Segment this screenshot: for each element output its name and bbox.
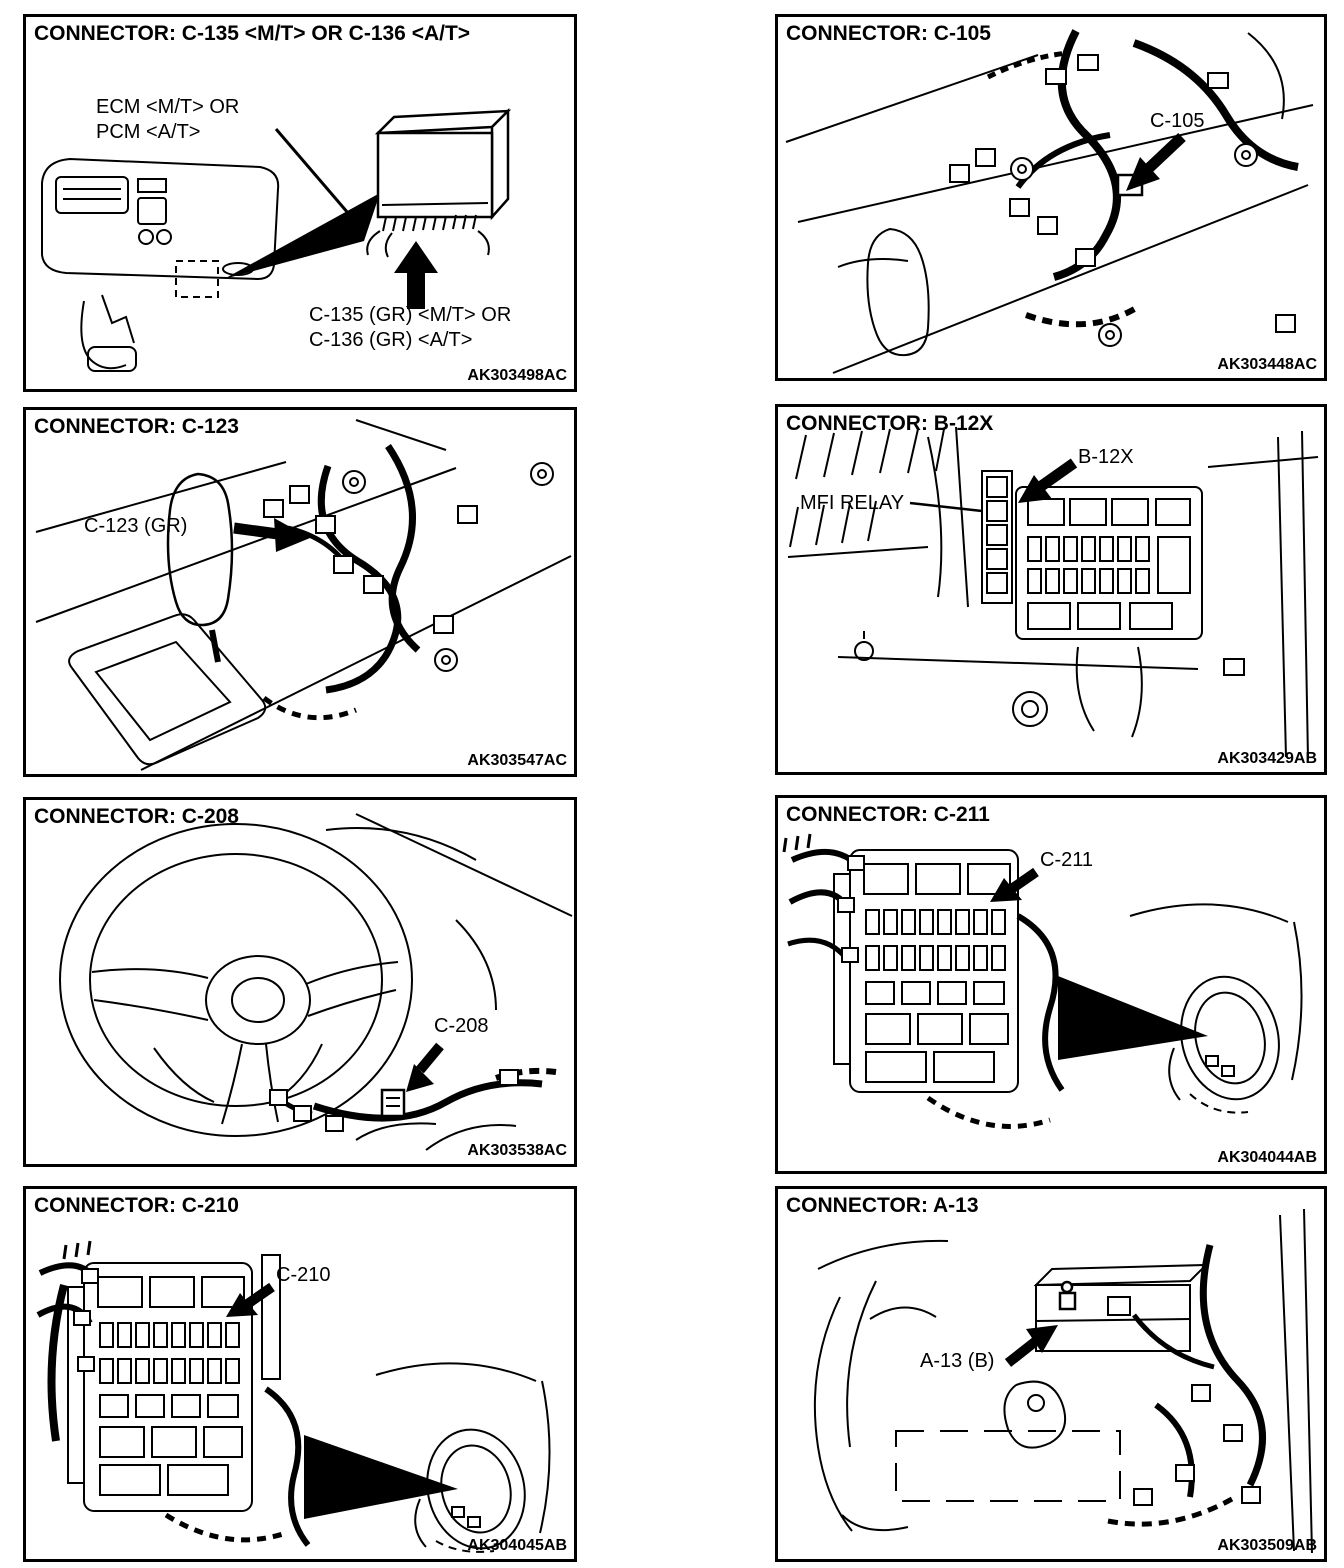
battery-tray-outline xyxy=(895,1430,1121,1502)
callout-line: C-135 (GR) <M/T> OR xyxy=(309,304,512,326)
connector-name-callout: C-105 xyxy=(1150,110,1205,132)
ecm-box-sketch xyxy=(374,107,512,221)
panel-title: CONNECTOR: C-135 <M/T> OR C-136 <A/T> xyxy=(34,22,471,45)
ecm-leader-line xyxy=(274,128,350,214)
console-sketch xyxy=(68,613,267,766)
c211-illustration xyxy=(782,833,1303,1129)
c211-pointer-arrow xyxy=(990,867,1039,902)
c105-pointer-arrow xyxy=(1126,132,1186,191)
panel-c210: CONNECTOR: C-210 C-210 AK304045AB xyxy=(23,1186,577,1562)
washer-tank-sketch xyxy=(1003,1380,1066,1449)
c105-illustration xyxy=(785,29,1314,374)
callout-line: C-136 (GR) <A/T> xyxy=(309,329,473,351)
c123-pointer-arrow xyxy=(233,518,310,552)
panel-title: CONNECTOR: C-208 xyxy=(34,805,239,828)
dashboard-sketch xyxy=(41,157,280,372)
steering-wheel-sketch xyxy=(59,823,413,1137)
figure-code: AK303429AB xyxy=(1217,750,1317,767)
location-wedge-arrow xyxy=(304,1435,458,1519)
panel-title: CONNECTOR: B-12X xyxy=(786,412,994,435)
panel-c135-c136: CONNECTOR: C-135 <M/T> OR C-136 <A/T> EC… xyxy=(23,14,577,392)
c135-illustration xyxy=(41,107,512,372)
panel-title: CONNECTOR: C-210 xyxy=(34,1194,239,1217)
mfi-relay-callout: MFI RELAY xyxy=(800,492,905,514)
connector-plugs xyxy=(263,485,478,634)
figure-code: AK304044AB xyxy=(1217,1149,1317,1166)
b12x-illustration xyxy=(787,426,1319,760)
dash-location-sketch xyxy=(1129,903,1303,1114)
location-wedge-arrow xyxy=(1058,976,1208,1060)
harness-sketch xyxy=(1107,1244,1266,1527)
connector-plugs xyxy=(73,1268,99,1372)
c208-illustration xyxy=(59,813,573,1151)
shift-knob-sketch xyxy=(866,227,930,357)
lower-structure-lines xyxy=(837,430,1319,760)
ecm-connector-pins xyxy=(366,202,490,258)
figure-code: AK303448AC xyxy=(1217,356,1317,373)
a13-pointer-arrow xyxy=(1004,1325,1058,1367)
connector-plugs xyxy=(269,1069,519,1132)
panel-c211: CONNECTOR: C-211 C-211 AK304044AB xyxy=(775,795,1327,1174)
callout-line: ECM <M/T> OR xyxy=(96,96,240,118)
figure-code: AK303509AB xyxy=(1217,1537,1317,1554)
ring-terminals xyxy=(1010,143,1258,347)
panel-title: CONNECTOR: C-105 xyxy=(786,22,991,45)
panel-title: CONNECTOR: C-211 xyxy=(786,803,990,826)
c208-pointer-arrow xyxy=(406,1042,444,1092)
mfi-leader-line xyxy=(909,501,983,513)
c208-connector xyxy=(380,1088,406,1118)
interior-panel-lines xyxy=(35,419,572,771)
harness-sketch xyxy=(36,1240,311,1547)
panel-c105: CONNECTOR: C-105 C-105 AK303448AC xyxy=(775,14,1327,381)
a13-connector xyxy=(1058,1280,1077,1311)
figure-code: AK303547AC xyxy=(467,752,567,769)
connector-name-callout: C-135 (GR) <M/T> OR C-136 (GR) <A/T> xyxy=(309,303,511,353)
relay-box-sketch xyxy=(1015,486,1203,640)
dash-panel-lines xyxy=(325,813,573,1151)
relay-bracket-sketch xyxy=(1033,1263,1209,1352)
junction-block-sketch xyxy=(67,1254,281,1512)
panel-title: CONNECTOR: A-13 xyxy=(786,1194,979,1217)
junction-block-sketch xyxy=(833,849,1019,1093)
connector-plugs xyxy=(837,855,865,963)
firewall-hatch-lines xyxy=(787,426,969,608)
connector-name-callout: B-12X xyxy=(1078,446,1134,468)
location-wedge-arrow xyxy=(224,193,380,279)
mfi-relay-sketch xyxy=(981,470,1013,604)
connector-plugs xyxy=(1133,1384,1261,1506)
ecm-pcm-callout: ECM <M/T> OR PCM <A/T> xyxy=(96,95,239,145)
connector-name-callout: C-123 (GR) xyxy=(84,515,188,537)
panel-a13: CONNECTOR: A-13 A-13 (B) AK303509AB xyxy=(775,1186,1327,1562)
c135-up-arrow xyxy=(394,241,438,309)
b12x-pointer-arrow xyxy=(1018,458,1078,503)
connector-name-callout: C-208 xyxy=(434,1015,489,1037)
c210-pointer-arrow xyxy=(226,1282,275,1317)
harness-sketch xyxy=(262,444,421,721)
engine-bay-lines xyxy=(813,1208,1313,1554)
panel-b12x: CONNECTOR: B-12X B-12X MFI RELAY AK30342… xyxy=(775,404,1327,775)
connector-name-callout: A-13 (B) xyxy=(920,1350,995,1372)
figure-code: AK303538AC xyxy=(467,1142,567,1159)
callout-line: PCM <A/T> xyxy=(96,121,201,143)
figure-code: AK304045AB xyxy=(467,1537,567,1554)
connector-name-callout: C-211 xyxy=(1040,849,1093,871)
panel-c123: CONNECTOR: C-123 C-123 (GR) AK303547AC xyxy=(23,407,577,777)
ring-terminals xyxy=(342,462,554,672)
panel-title: CONNECTOR: C-123 xyxy=(34,415,239,438)
a13-illustration xyxy=(813,1208,1313,1554)
interior-panel-lines xyxy=(785,32,1314,374)
c210-illustration xyxy=(36,1240,551,1553)
connector-plugs xyxy=(949,54,1296,333)
figure-code: AK303498AC xyxy=(467,367,567,384)
shift-lever-sketch xyxy=(166,472,234,663)
panel-c208: CONNECTOR: C-208 C-208 AK303538AC xyxy=(23,797,577,1167)
connector-name-callout: C-210 xyxy=(276,1264,331,1286)
dash-location-sketch xyxy=(375,1362,551,1553)
c123-illustration xyxy=(35,419,572,771)
